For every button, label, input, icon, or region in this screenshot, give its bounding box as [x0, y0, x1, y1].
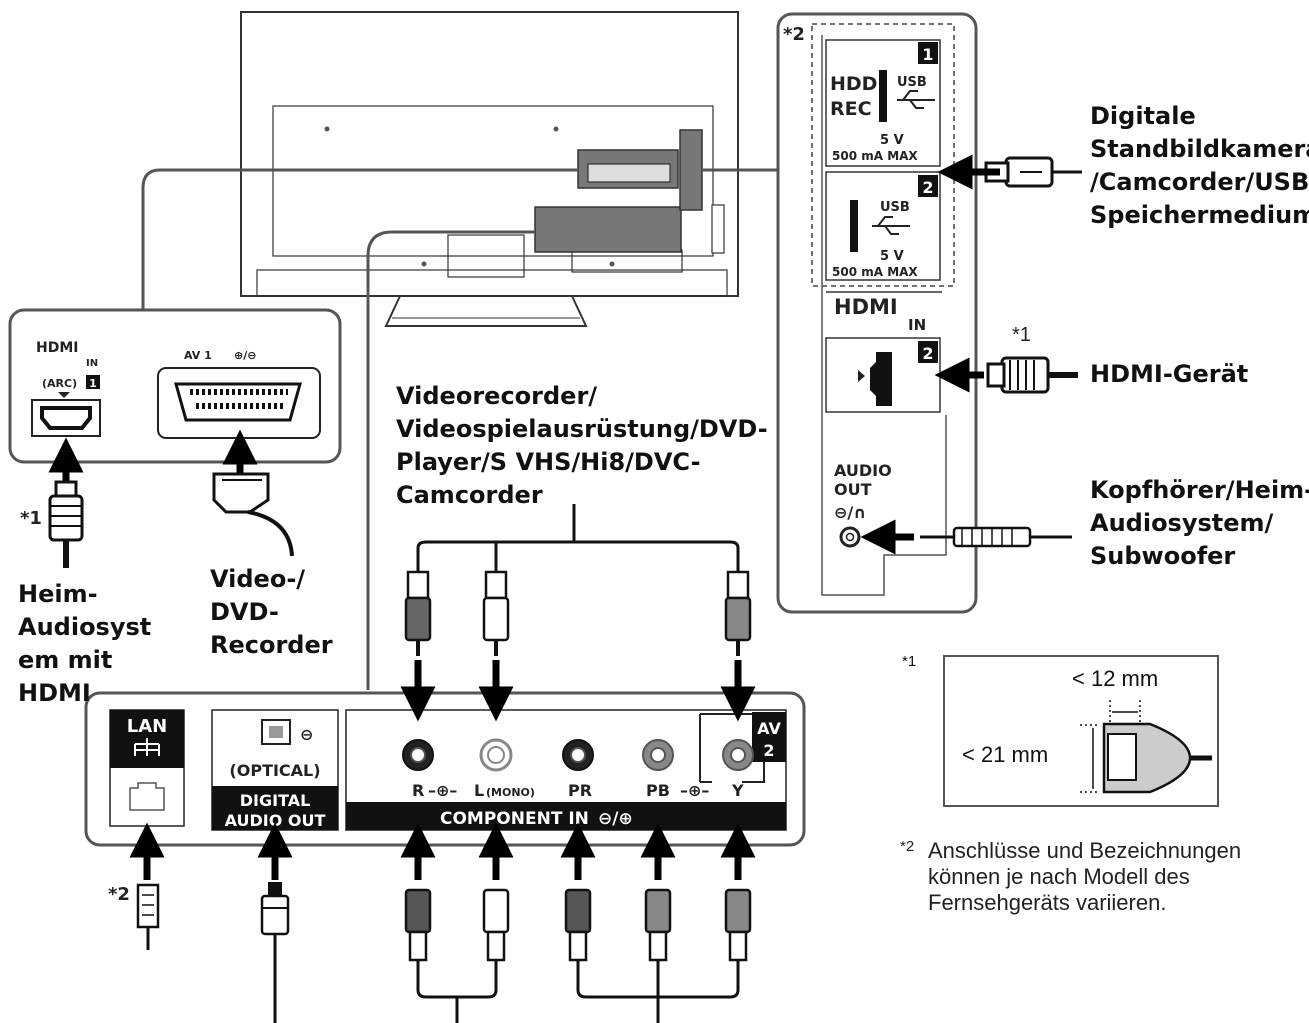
video-devices-label: Videorecorder/ Videospielausrüstung/DVD-… [396, 380, 768, 512]
svg-text:IN: IN [908, 316, 926, 334]
usb-device-line: Standbildkamera [1090, 135, 1309, 163]
hdmi-plug-left [48, 480, 84, 568]
component-labels: R –⊕– L (MONO) PR PB –⊕– Y COMPONENT IN … [412, 781, 744, 829]
svg-text:AUDIO OUT: AUDIO OUT [225, 811, 326, 830]
home-audio-line: HDMI [18, 679, 91, 707]
svg-text:USB: USB [880, 200, 910, 215]
svg-text:R: R [412, 781, 424, 800]
svg-text:2: 2 [763, 741, 774, 760]
svg-text:*2: *2 [783, 24, 805, 45]
video-recorder-line: Recorder [210, 631, 333, 659]
svg-text:HDMI: HDMI [834, 295, 898, 319]
rca-plugs-bottom [404, 888, 752, 962]
video-recorder-line: DVD- [210, 598, 279, 626]
video-recorder-line: Video-/ [210, 565, 306, 593]
svg-text:PB: PB [646, 781, 670, 800]
home-audio-line: em mit [18, 646, 113, 674]
plug-size-box: *1 < 12 mm < 21 mm [902, 653, 1219, 807]
svg-text:< 21 mm: < 21 mm [962, 742, 1048, 767]
svg-text:*2: *2 [108, 884, 130, 905]
footnote-2-line: können je nach Modell des [928, 864, 1190, 889]
footnote-2-mark: *2 [900, 838, 915, 855]
svg-text:OUT: OUT [834, 480, 872, 499]
svg-text:⊕/⊖: ⊕/⊖ [234, 349, 256, 362]
svg-text:⊖/∩: ⊖/∩ [834, 503, 866, 522]
usb-device-line: Speichermedium [1090, 201, 1309, 229]
svg-text:(ARC): (ARC) [42, 377, 77, 390]
video-devices-line: Player/S VHS/Hi8/DVC- [396, 448, 701, 476]
svg-text:*1: *1 [902, 653, 916, 670]
svg-text:IN: IN [86, 358, 98, 369]
svg-text:5 V: 5 V [880, 249, 904, 264]
video-devices-line: Videospielausrüstung/DVD- [396, 415, 768, 443]
video-devices-line: Camcorder [396, 481, 543, 509]
svg-text:< 12 mm: < 12 mm [1072, 666, 1158, 691]
footnote-mark-hdmi: *1 [1012, 324, 1031, 346]
rca-cable-top [416, 504, 740, 572]
video-devices-line: Videorecorder/ [396, 382, 598, 410]
tv-back-illustration [240, 11, 739, 327]
svg-text:500 mA MAX: 500 mA MAX [832, 149, 918, 163]
svg-text:*1: *1 [20, 508, 42, 529]
svg-text:HDD: HDD [830, 73, 877, 95]
svg-text:COMPONENT IN: COMPONENT IN [440, 809, 589, 829]
svg-text:1: 1 [89, 377, 97, 390]
svg-text:5 V: 5 V [880, 133, 904, 148]
svg-text:(OPTICAL): (OPTICAL) [229, 761, 320, 780]
headphones-label: Kopfhörer/Heim- Audiosystem/ Subwoofer [1090, 474, 1309, 573]
hdmi-plug-right [934, 356, 1078, 394]
svg-text:AV 1: AV 1 [184, 349, 212, 362]
optical-plug [260, 882, 290, 1023]
home-audio-line: Audiosyst [18, 613, 152, 641]
hdmi-device-label: HDMI-Gerät [1090, 360, 1249, 388]
svg-text:REC: REC [830, 98, 872, 120]
headphones-line: Audiosystem/ [1090, 509, 1274, 537]
svg-text:AV: AV [757, 719, 781, 738]
svg-text:USB: USB [897, 75, 927, 90]
left-panel: HDMI IN (ARC) 1 AV 1 ⊕/⊖ [8, 308, 342, 492]
usb-plug [937, 154, 1082, 190]
svg-text:Y: Y [731, 781, 744, 800]
svg-text:HDMI: HDMI [36, 340, 78, 356]
usb-device-line: Digitale [1090, 102, 1196, 130]
rca-plugs-top [400, 570, 756, 722]
svg-text:–⊕–: –⊕– [428, 781, 457, 800]
footnote-2-line: Fernsehgeräts variieren. [928, 890, 1167, 915]
leader-lines [141, 168, 780, 690]
video-recorder-label: Video-/ DVD- Recorder [210, 563, 333, 662]
svg-text:⊖: ⊖ [300, 725, 313, 744]
svg-text:LAN: LAN [127, 716, 167, 737]
rca-cable-bottom [416, 960, 740, 1023]
svg-text:1: 1 [922, 45, 933, 64]
bottom-arrows [129, 822, 756, 880]
svg-text:DIGITAL: DIGITAL [240, 791, 311, 810]
svg-text:⊖/⊕: ⊖/⊕ [598, 809, 633, 829]
hdmi-port-2: HDMI IN 2 [825, 291, 942, 413]
svg-text:AUDIO: AUDIO [834, 461, 892, 480]
headphones-line: Kopfhörer/Heim- [1090, 476, 1309, 504]
side-panel: 1 HDD REC USB 5 V 500 mA MAX 2 USB 5 V 5… [776, 12, 978, 614]
component-jacks [402, 738, 754, 772]
footnote-2-text: *2 Anschlüsse und Bezeichnungen können j… [900, 838, 1241, 916]
svg-text:–⊕–: –⊕– [680, 781, 709, 800]
usb-port-1: 1 HDD REC USB 5 V 500 mA MAX [825, 39, 941, 167]
headphone-plug [860, 519, 1072, 555]
scart-plug [212, 472, 294, 557]
home-audio-label: Heim- Audiosyst em mit HDMI [18, 578, 151, 710]
lan-plug [136, 883, 160, 950]
svg-text:L: L [474, 781, 484, 800]
svg-text:2: 2 [922, 178, 933, 197]
footnote-2-line: Anschlüsse und Bezeichnungen [928, 838, 1242, 863]
home-audio-line: Heim- [18, 580, 98, 608]
usb-port-2: 2 USB 5 V 500 mA MAX [825, 171, 941, 281]
usb-device-label: Digitale Standbildkamera /Camcorder/USB-… [1090, 100, 1309, 232]
svg-text:PR: PR [568, 781, 592, 800]
audio-out-port: AUDIO OUT ⊖/∩ [834, 461, 892, 548]
svg-text:2: 2 [922, 344, 933, 363]
svg-text:500 mA MAX: 500 mA MAX [832, 265, 918, 279]
usb-device-line: /Camcorder/USB- [1090, 168, 1309, 196]
svg-text:(MONO): (MONO) [486, 786, 535, 799]
headphones-line: Subwoofer [1090, 542, 1236, 570]
